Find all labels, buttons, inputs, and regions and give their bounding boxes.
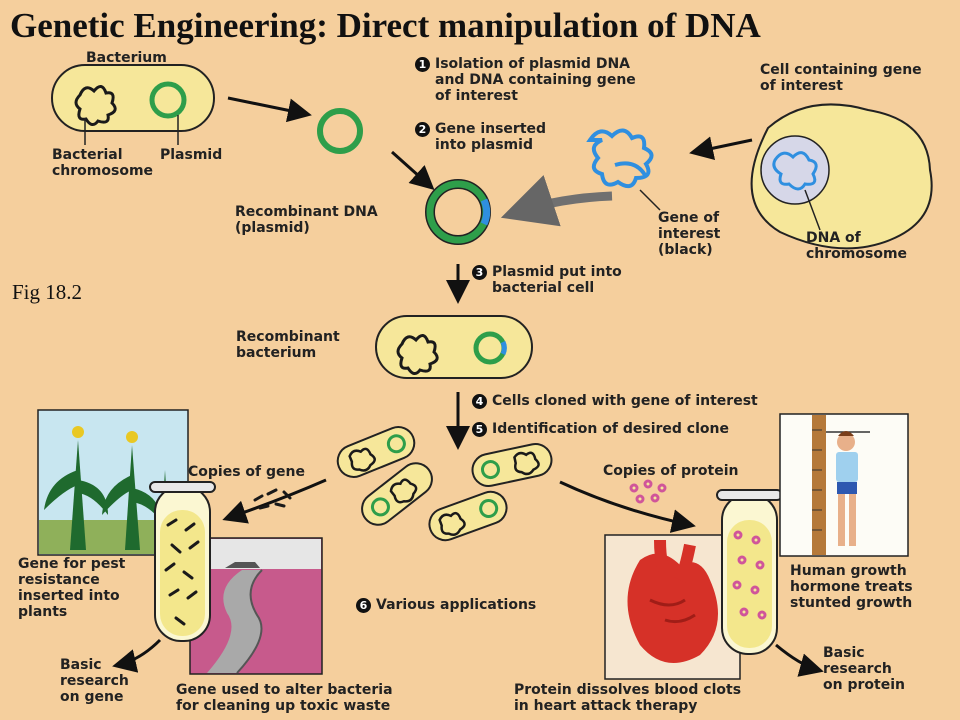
arrow-to-plasmid <box>227 96 312 123</box>
slide-title: Genetic Engineering: Direct manipulation… <box>10 6 761 45</box>
arrow-basic-gene <box>112 638 162 673</box>
recombinant-plasmid <box>425 179 491 245</box>
gray-insertion-arrow <box>500 175 613 227</box>
protein-test-tube <box>716 489 783 655</box>
recombinant-bacterium-cell <box>375 315 533 379</box>
step-number: 6 <box>356 598 371 613</box>
step-6: 6 Various applications <box>356 597 536 613</box>
cloned-bacteria <box>336 426 553 542</box>
arrow-to-recombinant <box>390 150 435 191</box>
bacterium-cell <box>51 64 215 145</box>
step-number: 3 <box>472 265 487 280</box>
label-plasmid: Plasmid <box>160 147 223 163</box>
growth-picture <box>779 413 909 557</box>
isolated-plasmid <box>317 108 363 154</box>
step-number: 2 <box>415 122 430 137</box>
arrow-to-gene-copies <box>222 478 327 524</box>
label-copies-of-protein: Copies of protein <box>603 463 739 479</box>
cell-with-gene <box>750 103 933 250</box>
heart-picture <box>604 534 741 680</box>
gene-test-tube <box>149 481 216 642</box>
step-5: 5 Identification of desired clone <box>472 421 729 437</box>
label-recombinant-dna: Recombinant DNA(plasmid) <box>235 204 378 236</box>
step-number: 1 <box>415 57 430 72</box>
gene-copies <box>253 488 292 510</box>
figure-label: Fig 18.2 <box>12 280 83 304</box>
step-4: 4 Cells cloned with gene of interest <box>472 393 758 409</box>
label-bacterium: Bacterium <box>86 50 167 66</box>
gene-of-interest <box>586 128 654 189</box>
label-copies-of-gene: Copies of gene <box>188 464 305 480</box>
step-number: 5 <box>472 422 487 437</box>
arrow-from-cell <box>689 136 753 161</box>
protein-copies <box>629 479 667 504</box>
arrow-basic-protein <box>775 643 824 677</box>
step-number: 4 <box>472 394 487 409</box>
toxic-waste-picture <box>189 537 323 675</box>
arrow-to-protein-copies <box>559 480 696 533</box>
